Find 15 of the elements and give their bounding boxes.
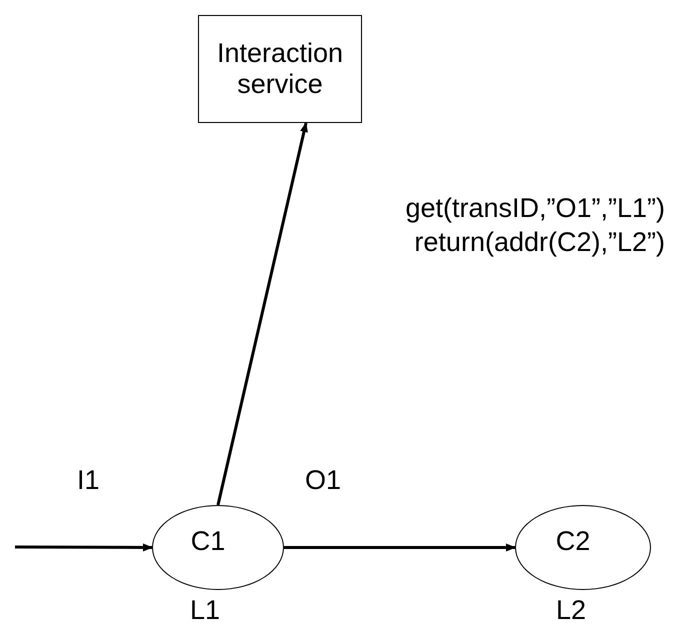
component-ellipse bbox=[152, 505, 284, 590]
location-label: L2 bbox=[556, 594, 586, 626]
port-label: I1 bbox=[77, 464, 100, 496]
node-label: C1 bbox=[190, 526, 226, 557]
message-text: return(addr(C2),”L2”) bbox=[414, 226, 665, 258]
location-label: L1 bbox=[190, 594, 220, 626]
node-label: Interaction service bbox=[216, 38, 344, 100]
node-label: C2 bbox=[556, 526, 590, 557]
component-ellipse bbox=[515, 505, 651, 590]
service-box bbox=[198, 15, 362, 123]
arrow bbox=[15, 543, 153, 552]
port-label: O1 bbox=[305, 464, 342, 496]
message-text: get(transID,”O1”,”L1”) bbox=[405, 192, 665, 224]
arrow bbox=[216, 122, 308, 506]
arrow bbox=[284, 544, 516, 552]
